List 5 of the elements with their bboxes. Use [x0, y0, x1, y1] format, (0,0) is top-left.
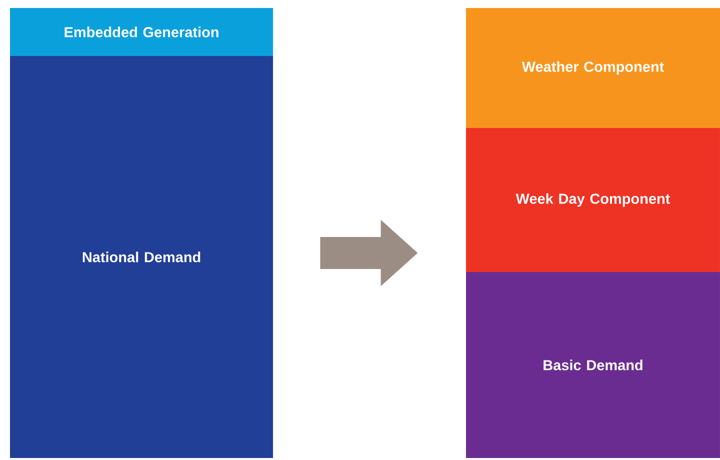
component-block: National Demand [10, 56, 273, 458]
component-block: Embedded Generation [10, 8, 273, 56]
component-block: Weather Component [466, 8, 720, 128]
component-block: Week Day Component [466, 128, 720, 272]
component-block: Basic Demand [466, 272, 720, 458]
